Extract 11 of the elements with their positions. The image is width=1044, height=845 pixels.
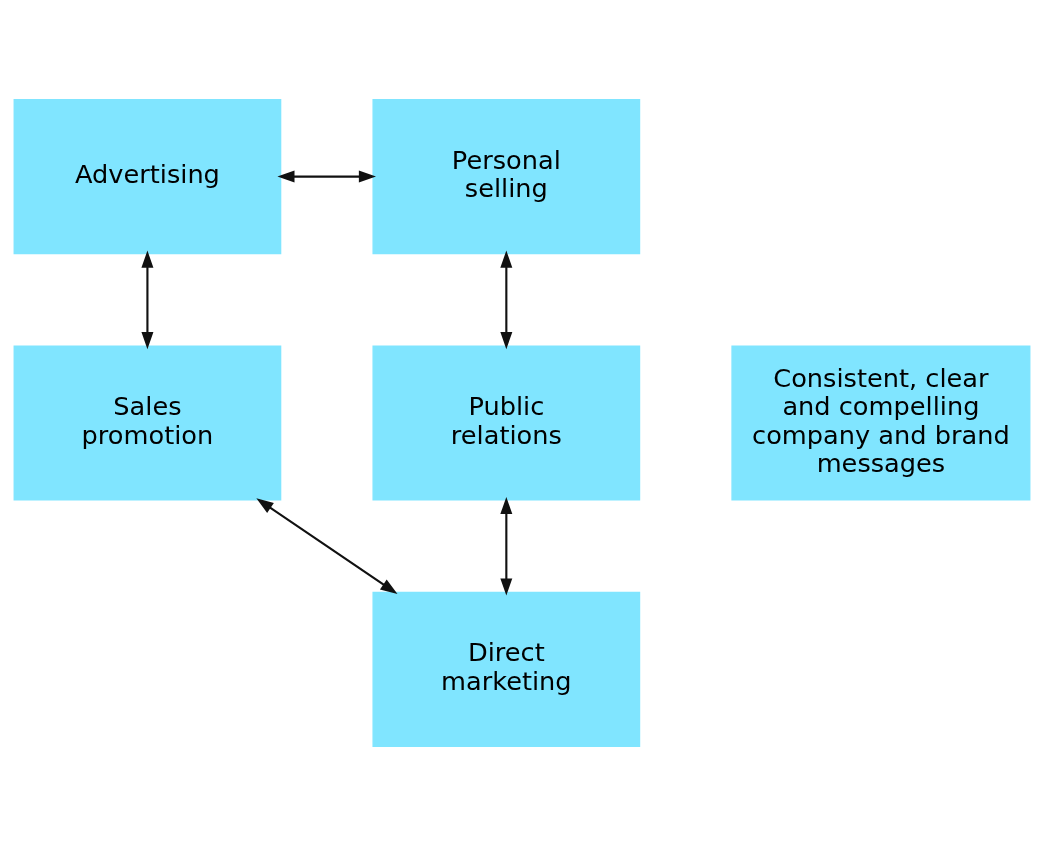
- arrow: [500, 496, 513, 596]
- arrow: [277, 170, 376, 183]
- arrow: [141, 250, 154, 349]
- arrow: [500, 250, 513, 349]
- node-box: Direct marketing: [372, 591, 641, 747]
- node-box: Consistent, clear and compelling company and brand messages: [731, 344, 1031, 501]
- node-box: Personal selling: [372, 98, 641, 254]
- node-box: Advertising: [13, 98, 282, 254]
- node-box: Sales promotion: [13, 344, 282, 501]
- arrow: [256, 497, 398, 594]
- node-box: Public relations: [372, 344, 641, 501]
